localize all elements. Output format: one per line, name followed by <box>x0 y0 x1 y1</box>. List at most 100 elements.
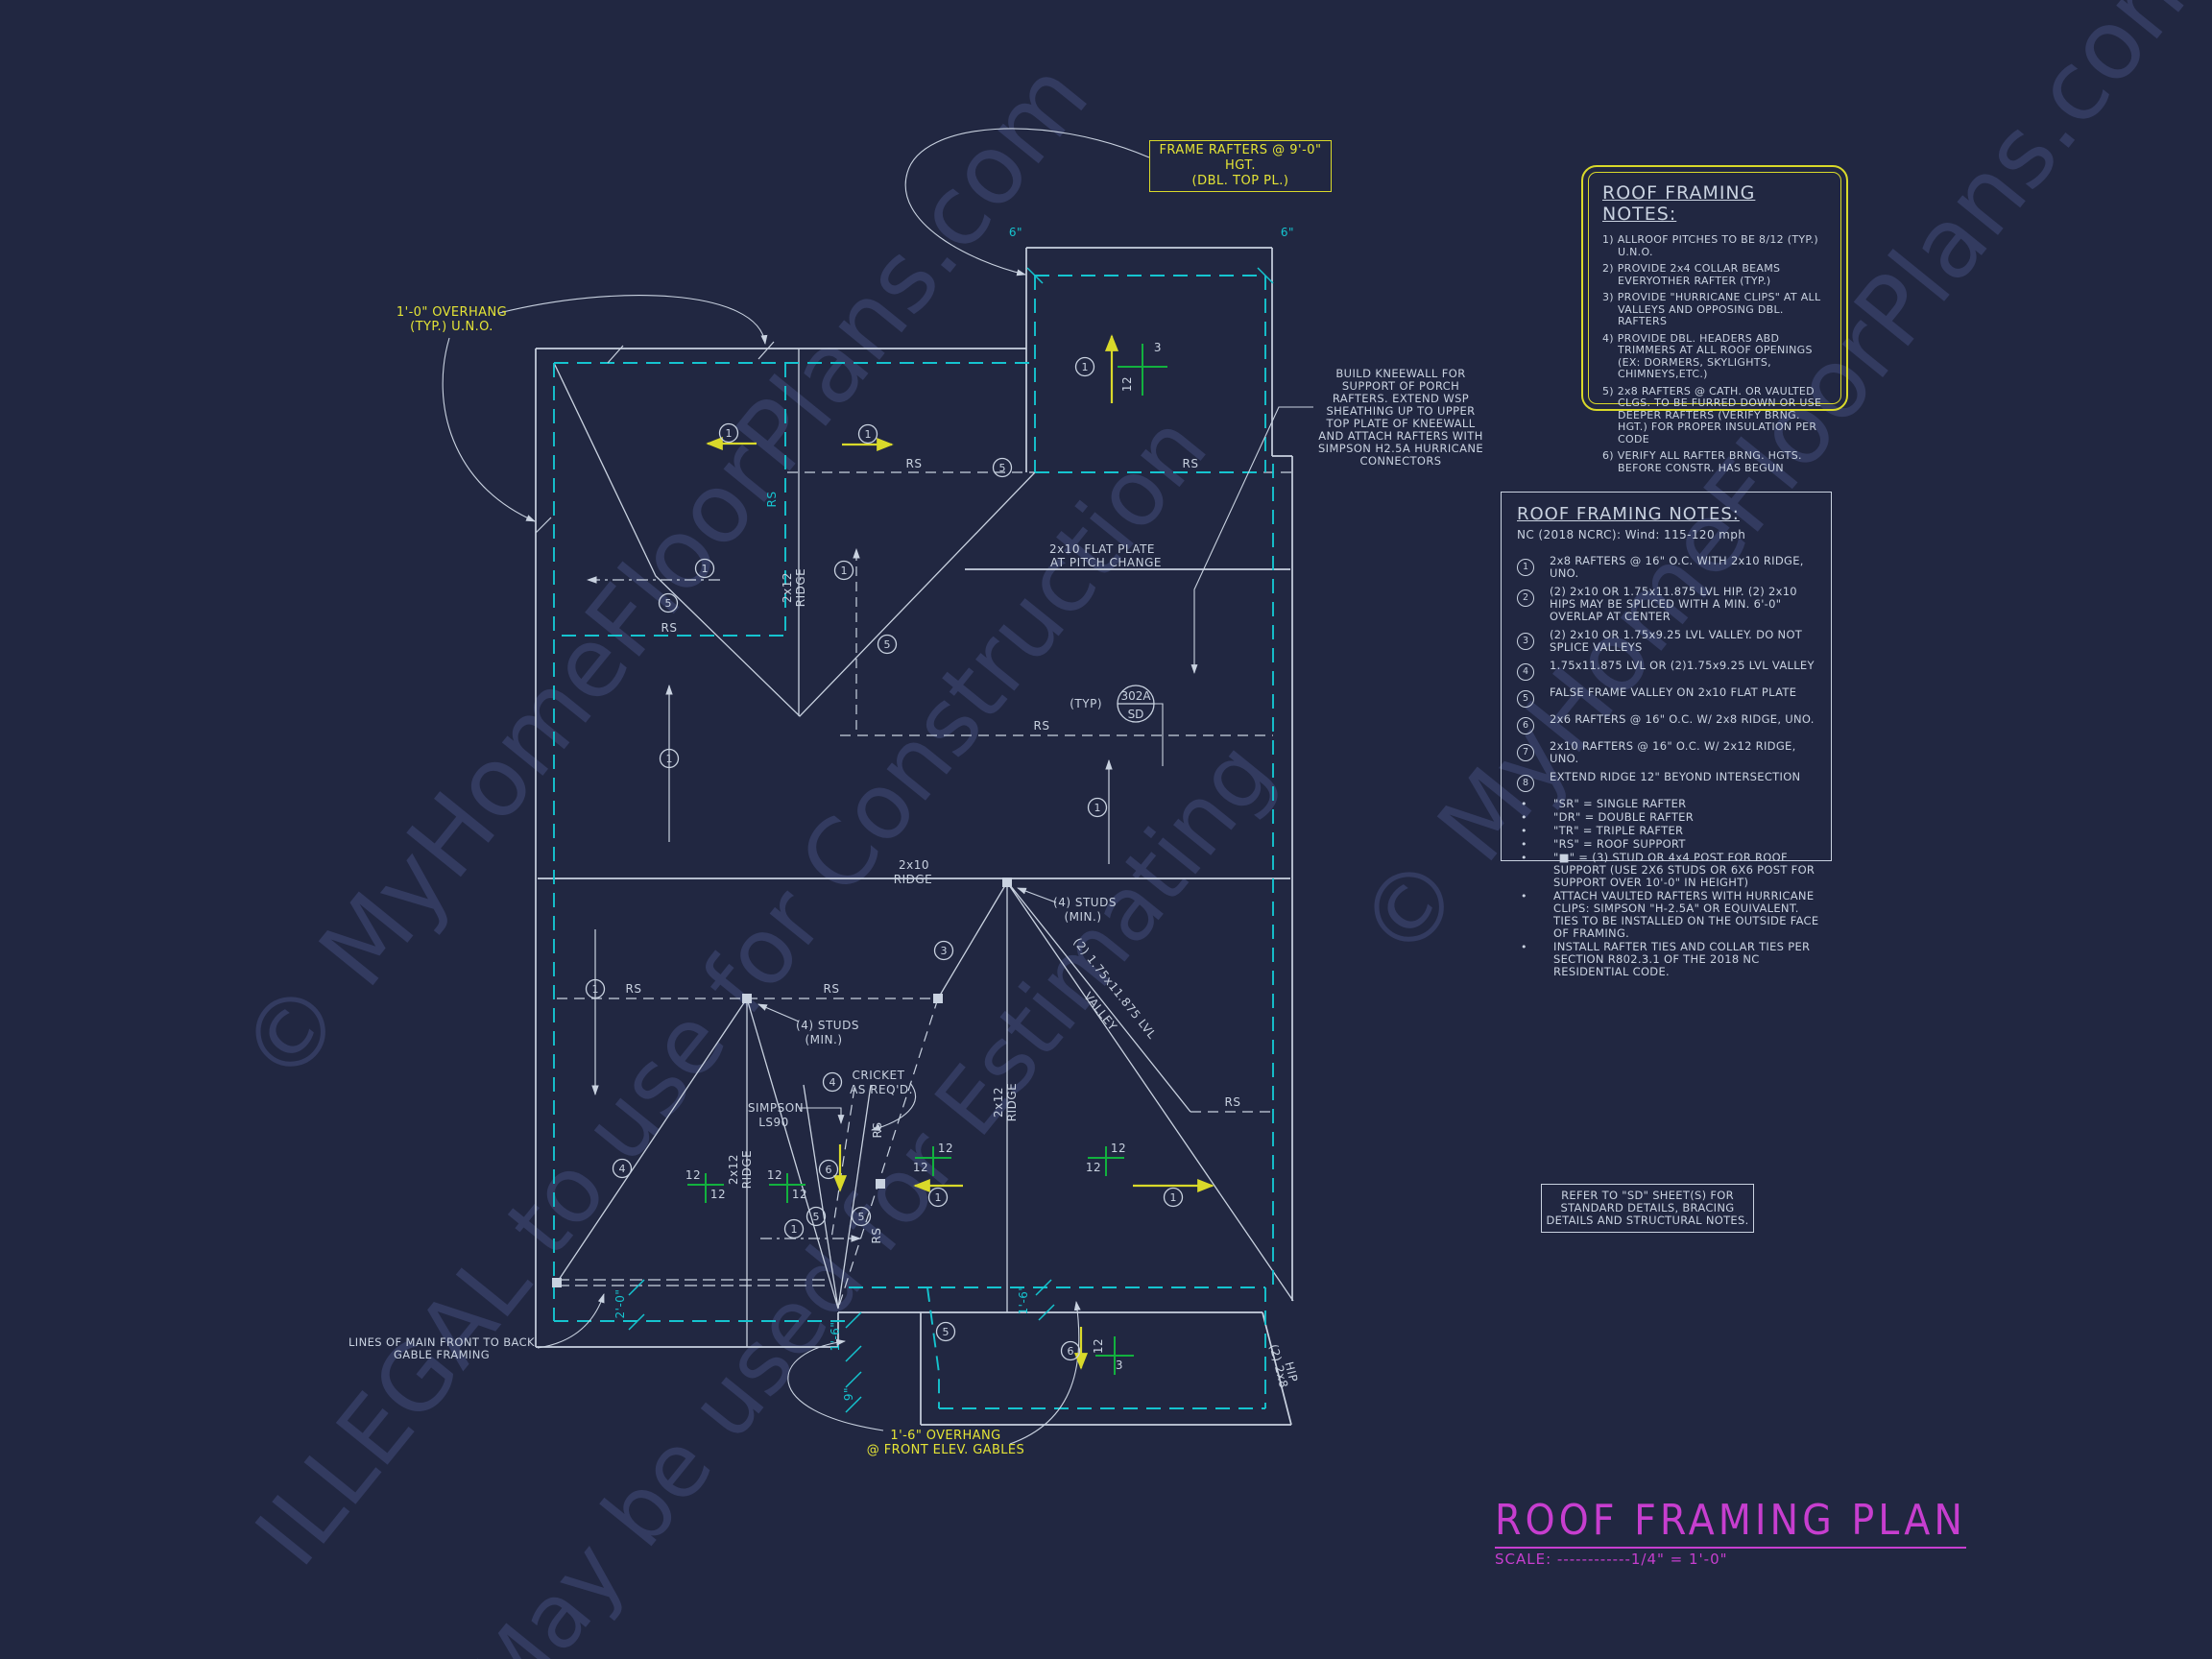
title-block: ROOF FRAMING PLAN SCALE: ------------1/4… <box>1495 1496 1966 1568</box>
rs-label: RS <box>626 982 642 996</box>
sd-reference-note: REFER TO "SD" SHEET(S) FOR STANDARD DETA… <box>1541 1184 1754 1233</box>
notes-top-title: ROOF FRAMING NOTES: <box>1602 182 1756 225</box>
pitch-12-label: 12 <box>792 1188 807 1201</box>
simpson-label: SIMPSON <box>748 1101 804 1115</box>
six-inch-label: 6" <box>1009 226 1022 239</box>
studs-label: (MIN.) <box>1064 910 1101 924</box>
roof-structure-lines <box>553 349 1294 1347</box>
post-marker <box>742 994 752 1003</box>
frame-rafters-leader <box>904 128 1150 276</box>
dim-1-6-rotated: 1'-6" <box>829 1322 842 1352</box>
frame-rafters-line1: FRAME RAFTERS @ 9'-0" HGT. <box>1159 143 1322 173</box>
pitch-12-label: 12 <box>913 1161 928 1174</box>
svg-text:4: 4 <box>619 1163 626 1175</box>
callout-1: 1 <box>1074 356 1095 377</box>
note-item: 1) ALLROOF PITCHES TO BE 8/12 (TYP.) U.N… <box>1602 233 1818 258</box>
pitch-12-label: 12 <box>1111 1142 1126 1155</box>
svg-text:1: 1 <box>1094 802 1101 814</box>
sheet-title: ROOF FRAMING PLAN <box>1495 1496 1966 1549</box>
front-overhang-note: 1'-6" OVERHANG @ FRONT ELEV. GABLES <box>859 1429 1032 1457</box>
gable-note-line1: LINES OF MAIN FRONT TO BACK <box>349 1335 535 1349</box>
svg-text:1: 1 <box>726 427 733 440</box>
studs-label: (MIN.) <box>805 1033 842 1046</box>
svg-text:5: 5 <box>943 1326 950 1338</box>
svg-text:1: 1 <box>841 565 848 577</box>
note-item: 4) PROVIDE DBL. HEADERS ABD TRIMMERS AT … <box>1602 331 1813 380</box>
callout-5: 5 <box>877 634 898 655</box>
post-marker <box>552 1278 562 1287</box>
detail-bubble-sheet: SD <box>1128 708 1144 721</box>
notes-main-subtitle: NC (2018 NCRC): Wind: 115-120 mph <box>1517 528 1746 541</box>
callout-1: 1 <box>857 423 878 445</box>
ridge-2x12-label-rotated: RIDGE <box>740 1150 754 1190</box>
svg-text:4: 4 <box>830 1076 836 1089</box>
pitch-3-label: 3 <box>1116 1358 1123 1372</box>
note-bullet: •"SR" = SINGLE RAFTER <box>1521 797 1687 811</box>
pitch-12-label: 12 <box>767 1168 782 1182</box>
svg-text:5: 5 <box>665 597 672 610</box>
notes-main-title: ROOF FRAMING NOTES: <box>1517 504 1740 524</box>
callout-1: 1 <box>659 748 680 769</box>
detail-bubble-leader <box>1154 703 1164 766</box>
svg-text:6: 6 <box>826 1164 832 1176</box>
svg-text:5: 5 <box>858 1211 865 1223</box>
post-marker <box>876 1179 885 1189</box>
dim-2-0-rotated: 2'-0" <box>613 1289 627 1319</box>
callout-3: 3 <box>933 940 954 961</box>
studs-leader-right <box>1017 887 1057 903</box>
callout-4: 4 <box>822 1071 843 1093</box>
note-bullet: •"TR" = TRIPLE RAFTER <box>1521 824 1684 838</box>
note-bullet: •ATTACH VAULTED RAFTERS WITH HURRICANE C… <box>1521 889 1819 940</box>
pitch-12-label-rotated: 12 <box>1120 376 1134 392</box>
cricket-label: AS REQ'D. <box>850 1083 913 1096</box>
studs-leader-left <box>757 1003 800 1022</box>
callout-5: 5 <box>851 1206 872 1227</box>
overhang-line1: 1'-0" OVERHANG <box>396 305 508 320</box>
studs-label: (4) STUDS <box>796 1019 859 1032</box>
dim-1-6-rotated: 1'-6" <box>1017 1286 1030 1315</box>
callout-4: 4 <box>612 1158 633 1179</box>
callout-1: 1 <box>783 1218 805 1239</box>
svg-text:3: 3 <box>941 945 948 957</box>
note-item: 2(2) 2x10 OR 1.75x11.875 LVL HIP. (2) 2x… <box>1517 586 1821 623</box>
pitch-12-label: 12 <box>685 1168 701 1182</box>
callout-5: 5 <box>805 1206 827 1227</box>
callout-5: 5 <box>992 457 1013 478</box>
ridge-2x12-label-rotated: 2x12 <box>781 572 794 603</box>
rs-label: RS <box>661 621 678 635</box>
detail-bubble-number: 302A <box>1120 689 1151 703</box>
post-marker <box>933 994 943 1003</box>
overhang-leader-1 <box>498 295 768 345</box>
note-item: 3(2) 2x10 OR 1.75x9.25 LVL VALLEY. DO NO… <box>1517 629 1821 654</box>
svg-text:1: 1 <box>791 1223 798 1236</box>
svg-text:1: 1 <box>1170 1191 1177 1204</box>
frame-rafters-note: FRAME RAFTERS @ 9'-0" HGT. (DBL. TOP PL.… <box>1149 140 1332 192</box>
ridge-2x10-label: 2x10 <box>899 858 929 872</box>
svg-text:5: 5 <box>884 638 891 651</box>
gable-note-line2: GABLE FRAMING <box>393 1348 491 1361</box>
sheet-scale: SCALE: ------------1/4" = 1'-0" <box>1495 1551 1728 1568</box>
gable-framing-note: LINES OF MAIN FRONT TO BACK GABLE FRAMIN… <box>346 1336 538 1361</box>
ridge-2x12-label-rotated: RIDGE <box>1005 1083 1019 1122</box>
ridge-2x12-label-rotated: 2x12 <box>992 1087 1005 1118</box>
ridge-2x10-label: RIDGE <box>894 873 933 886</box>
roof-framing-notes-box-main: ROOF FRAMING NOTES: NC (2018 NCRC): Wind… <box>1501 492 1832 978</box>
svg-text:6: 6 <box>1068 1345 1074 1358</box>
callout-5: 5 <box>935 1321 956 1342</box>
overhang-leader-2 <box>442 337 536 522</box>
callout-circles: 1 1 1 1 1 1 1 1 1 1 1 3 4 4 5 5 5 5 5 5 … <box>585 356 1184 1361</box>
callout-6: 6 <box>1060 1340 1081 1361</box>
roof-framing-notes-box-top: ROOF FRAMING NOTES: 1) ALLROOF PITCHES T… <box>1581 165 1848 473</box>
building-outline <box>535 247 1293 1426</box>
flat-plate-label: AT PITCH CHANGE <box>1050 556 1162 569</box>
ridge-2x12-label-rotated: 2x12 <box>727 1154 740 1185</box>
note-bullet: •INSTALL RAFTER TIES AND COLLAR TIES PER… <box>1521 940 1811 978</box>
cricket-label: CRICKET <box>853 1069 905 1082</box>
roof-overhang-dashed <box>553 275 1274 1409</box>
callout-1: 1 <box>585 978 606 999</box>
